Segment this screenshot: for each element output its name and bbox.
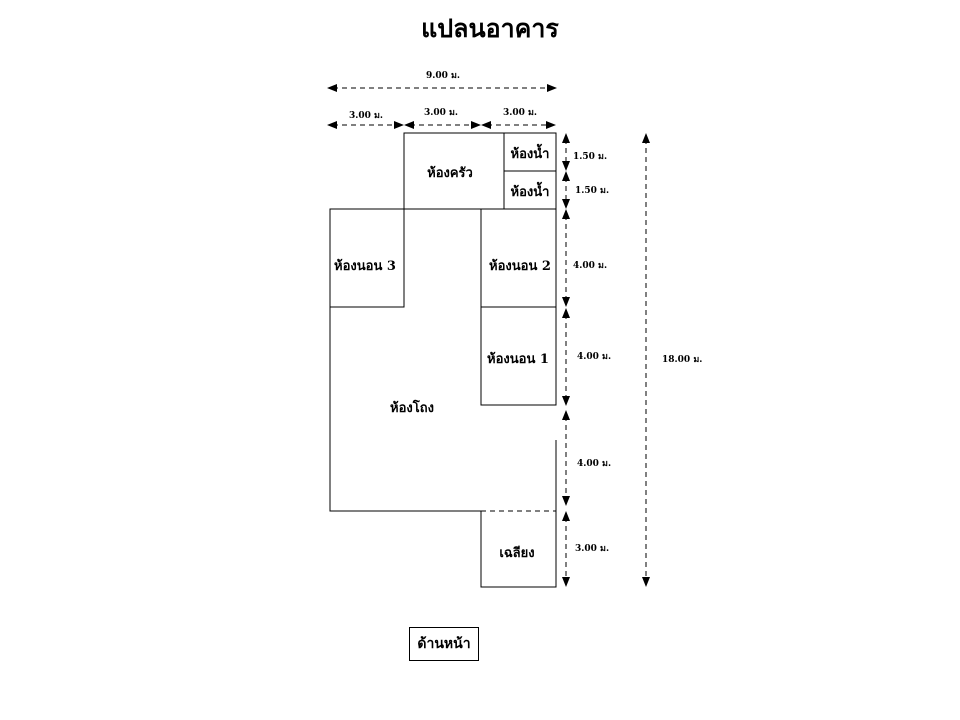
- bath-1-depth-label: 1.50 ม.: [573, 152, 607, 162]
- living-room-label: ห้องโถง: [390, 399, 434, 416]
- front-side-label: ด้านหน้า: [417, 636, 471, 652]
- bathroom-1-label: ห้องน้ำ: [511, 143, 550, 162]
- width-right-label: 3.00 ม.: [503, 108, 537, 118]
- arrow-down-icon: [562, 496, 570, 506]
- bathroom-2-label: ห้องน้ำ: [511, 181, 550, 200]
- front-side-label-box: ด้านหน้า: [409, 627, 479, 661]
- bedroom-1-label: ห้องนอน 1: [487, 351, 549, 367]
- bath-2-depth-label: 1.50 ม.: [575, 186, 609, 196]
- bedroom-3-room: [329, 208, 405, 308]
- arrow-up-icon: [562, 511, 570, 521]
- arrow-up-icon: [562, 308, 570, 318]
- arrow-right-icon: [394, 121, 404, 129]
- bedroom-3-label: ห้องนอน 3: [334, 258, 396, 274]
- total-width-label: 9.00 ม.: [426, 71, 460, 81]
- arrow-right-icon: [471, 121, 481, 129]
- walls: [329, 132, 557, 588]
- porch-depth-label: 3.00 ม.: [575, 544, 609, 554]
- plan-title: แปลนอาคาร: [421, 14, 559, 43]
- porch-room: [480, 511, 557, 588]
- bedroom-2-label: ห้องนอน 2: [489, 258, 551, 274]
- arrow-up-icon: [562, 410, 570, 420]
- bedroom-2-room: [480, 208, 557, 308]
- bedroom-2-depth-label: 4.00 ม.: [573, 261, 607, 271]
- arrow-left-icon: [327, 121, 337, 129]
- arrow-down-icon: [562, 577, 570, 587]
- arrow-down-icon: [642, 577, 650, 587]
- living-depth-label: 4.00 ม.: [577, 459, 611, 469]
- arrow-down-icon: [562, 297, 570, 307]
- arrow-left-icon: [404, 121, 414, 129]
- arrow-right-icon: [547, 84, 557, 92]
- arrow-up-icon: [562, 171, 570, 181]
- bedroom-1-depth-label: 4.00 ม.: [577, 352, 611, 362]
- living-room-wall: [329, 307, 481, 512]
- arrow-up-icon: [562, 133, 570, 143]
- porch-label: เฉลียง: [499, 545, 534, 561]
- arrow-down-icon: [562, 396, 570, 406]
- width-left-label: 3.00 ม.: [349, 111, 383, 121]
- arrow-left-icon: [327, 84, 337, 92]
- kitchen-label: ห้องครัว: [427, 165, 473, 181]
- arrow-up-icon: [642, 133, 650, 143]
- total-depth-label: 18.00 ม.: [662, 355, 702, 365]
- arrow-left-icon: [481, 121, 491, 129]
- width-middle-label: 3.00 ม.: [424, 108, 458, 118]
- arrow-up-icon: [562, 209, 570, 219]
- bedroom-1-room: [480, 306, 557, 406]
- arrow-right-icon: [546, 121, 556, 129]
- arrow-down-icon: [562, 161, 570, 171]
- arrow-down-icon: [562, 199, 570, 209]
